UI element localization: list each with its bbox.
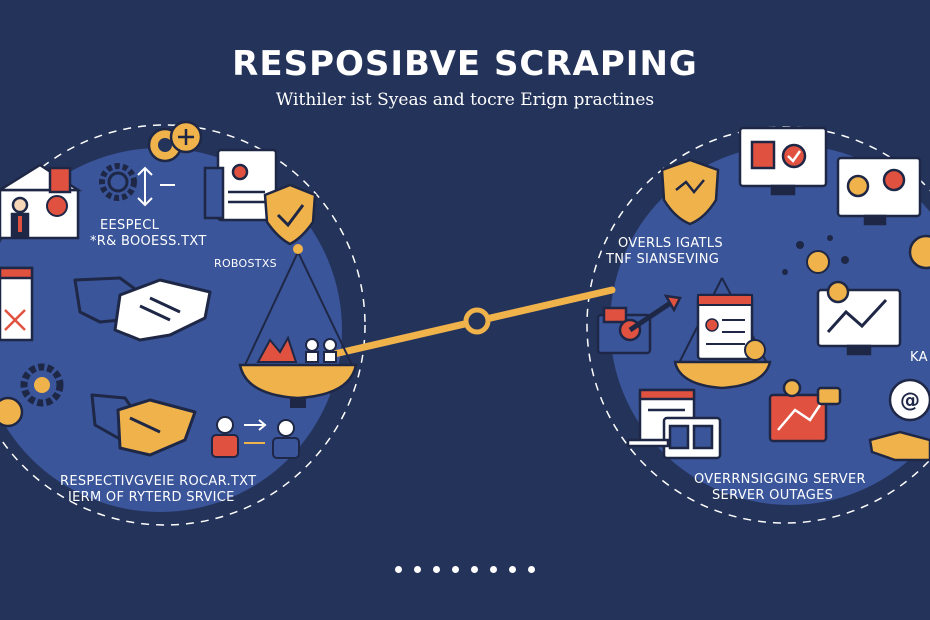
carousel-dot[interactable]: [395, 566, 402, 573]
browser-window-icon: [0, 266, 34, 342]
right-label-top-1: OVERLS IGATLS: [618, 236, 723, 251]
carousel-dot[interactable]: [433, 566, 440, 573]
right-label-edge: KA: [910, 350, 928, 365]
handshake-icon: [73, 276, 212, 342]
balance-scale-icon: [673, 277, 772, 390]
target-icon: [596, 294, 682, 355]
carousel-dot[interactable]: [490, 566, 497, 573]
right-label-top-2: TNF SIANSEVING: [606, 252, 720, 267]
shield-icon: [660, 158, 720, 226]
chart-icon: [816, 280, 902, 356]
sparkle-icon: [782, 235, 849, 275]
monitor-icon: [836, 156, 922, 226]
carousel-dot[interactable]: [414, 566, 421, 573]
gear-icon: [46, 195, 68, 217]
balance-scale-icon: [238, 244, 358, 408]
person-icon: [272, 419, 300, 459]
left-label-bottom-1: RESPECTIVGVEIE ROCAR.TXT: [60, 474, 257, 489]
connector: [326, 286, 616, 359]
right-label-bottom-1: OVERRNSIGGING SERVER: [694, 472, 866, 487]
at-sign-icon: @: [888, 378, 930, 422]
page-title: RESPOSIBVE SCRAPING: [232, 44, 698, 84]
left-label-bottom-2: IERM OF RYTERD SRVICE: [68, 490, 235, 505]
carousel-dot[interactable]: [509, 566, 516, 573]
carousel-dot[interactable]: [528, 566, 535, 573]
shield-check-icon: [263, 183, 317, 246]
left-label-top-1: EESPECL: [100, 218, 160, 233]
person-icon: [211, 416, 239, 458]
gear-icon: [908, 234, 930, 270]
coin-icon: [806, 250, 830, 274]
document-icon: [203, 148, 278, 222]
gear-icon: [20, 363, 64, 407]
gear-icon: [169, 120, 203, 154]
arrows-icon: [244, 419, 267, 444]
connector-knob: [463, 307, 491, 335]
left-label-robots: ROBOSTXS: [214, 257, 277, 270]
svg-text:@: @: [900, 388, 920, 412]
page-subtitle: Withiler ist Syeas and tocre Erign pract…: [275, 90, 655, 110]
gear-icon: [99, 163, 137, 201]
gear-icon: [0, 396, 24, 428]
building-icon: [0, 163, 83, 240]
monitor-icon: [738, 126, 828, 196]
hand-icon: [868, 430, 930, 462]
carousel-dot[interactable]: [452, 566, 459, 573]
right-label-bottom-2: SERVER OUTAGES: [712, 488, 834, 503]
browser-window-icon: [626, 388, 722, 460]
carousel-dot[interactable]: [471, 566, 478, 573]
left-dashed-ring: [0, 124, 366, 526]
arrows-icon: [137, 166, 175, 207]
carousel-dots: [0, 566, 930, 573]
left-label-top-2: *R& BOOESS.TXT: [90, 234, 207, 249]
warning-icon: [768, 378, 842, 443]
handshake-icon: [90, 393, 197, 457]
